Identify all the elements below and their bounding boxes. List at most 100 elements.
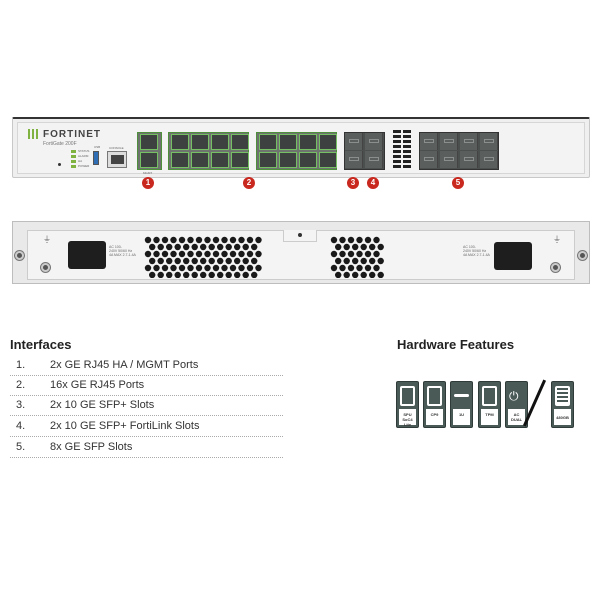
vent-hole	[335, 271, 342, 278]
rj45-port	[211, 152, 229, 168]
vent-hole	[343, 243, 350, 251]
sfp-block	[419, 132, 499, 170]
model-label: FortiGate 200F	[43, 141, 77, 147]
port-led	[403, 130, 411, 133]
vent-hole	[369, 257, 376, 265]
vent-hole	[195, 236, 203, 244]
vent-hole	[217, 257, 224, 265]
rj45-port	[259, 134, 277, 150]
port-led	[403, 145, 411, 148]
console-port	[107, 151, 127, 168]
feature-storage: 480GB	[551, 381, 574, 428]
vent-hole	[157, 271, 164, 278]
vent-hole	[335, 243, 342, 251]
rj45-port	[299, 152, 317, 168]
led-icon	[71, 149, 76, 153]
vent-hole	[238, 236, 245, 244]
vent-hole	[191, 271, 198, 278]
vent-hole	[166, 271, 173, 278]
vent-hole	[369, 271, 376, 278]
vent-hole	[187, 250, 194, 258]
vent-hole	[149, 271, 156, 278]
vent-hole	[229, 250, 237, 258]
vent-hole	[234, 243, 241, 251]
vent-hole	[352, 271, 359, 278]
sfp-slot	[460, 151, 478, 168]
vent-hole	[373, 250, 380, 258]
vent-hole	[373, 264, 380, 272]
tpm-lock-icon	[482, 386, 497, 406]
vent-hole	[170, 236, 177, 244]
port-led	[393, 150, 401, 153]
chip-icon	[427, 386, 442, 406]
list-item: 5.8x GE SFP Slots	[10, 438, 283, 458]
vent-hole	[166, 243, 173, 251]
list-item: 3.2x 10 GE SFP+ Slots	[10, 396, 283, 416]
vent-hole	[212, 236, 220, 244]
port-led	[393, 140, 401, 143]
vent-hole	[217, 243, 224, 251]
rj45-port	[279, 152, 297, 168]
vent-hole	[356, 236, 363, 244]
rj45-port	[140, 134, 158, 150]
vent-hole	[183, 271, 190, 278]
rack-1u-icon	[454, 394, 469, 397]
vent-hole	[364, 236, 372, 244]
fan-vent	[330, 236, 384, 278]
vent-hole	[149, 257, 156, 265]
feature-spu-soc4: SPU SoC4 Lite	[396, 381, 419, 428]
vent-hole	[195, 250, 203, 258]
vent-hole	[251, 271, 258, 278]
vent-hole	[187, 236, 194, 244]
vent-hole	[208, 243, 215, 251]
vent-hole	[356, 250, 363, 258]
vent-hole	[356, 264, 363, 272]
rj45-port	[171, 134, 189, 150]
vent-hole	[153, 264, 160, 272]
vent-hole	[178, 264, 186, 272]
vent-hole	[255, 236, 262, 244]
usb-port	[93, 151, 99, 165]
vent-hole	[343, 257, 350, 265]
mgmt-label: MGMT	[143, 171, 153, 175]
port-led	[403, 140, 411, 143]
vent-hole	[339, 236, 346, 244]
ground-screw-icon	[41, 263, 50, 272]
hardware-features-title: Hardware Features	[397, 337, 515, 352]
vent-hole	[161, 236, 169, 244]
vent-hole	[170, 264, 177, 272]
vent-hole	[255, 264, 262, 272]
led-icon	[71, 154, 76, 158]
callout-1: 1	[142, 177, 154, 189]
vent-hole	[212, 250, 220, 258]
vent-hole	[178, 250, 186, 258]
sfp-slot	[420, 133, 438, 150]
vent-hole	[221, 264, 228, 272]
vent-hole	[242, 243, 249, 251]
list-item: 1.2x GE RJ45 HA / MGMT Ports	[10, 356, 283, 376]
power-inlet-right	[494, 242, 532, 270]
led-icon	[71, 164, 76, 168]
callout-2: 2	[243, 177, 255, 189]
vent-hole	[161, 264, 169, 272]
vent-hole	[377, 257, 384, 265]
vent-hole	[364, 250, 372, 258]
vent-hole	[174, 243, 181, 251]
ground-symbol-icon: ⏚	[553, 235, 561, 244]
vent-hole	[170, 250, 177, 258]
vent-hole	[225, 257, 232, 265]
rj45-port	[171, 152, 189, 168]
vent-hole	[238, 250, 245, 258]
vent-hole	[157, 243, 164, 251]
callout-5: 5	[452, 177, 464, 189]
sfp-slot	[365, 151, 383, 168]
vent-hole	[242, 271, 249, 278]
sfp-slot	[345, 133, 363, 150]
vent-hole	[200, 257, 207, 265]
vent-hole	[251, 243, 258, 251]
vent-hole	[377, 271, 384, 278]
vent-hole	[339, 264, 346, 272]
port-led-grid	[393, 130, 413, 172]
vent-hole	[225, 243, 232, 251]
